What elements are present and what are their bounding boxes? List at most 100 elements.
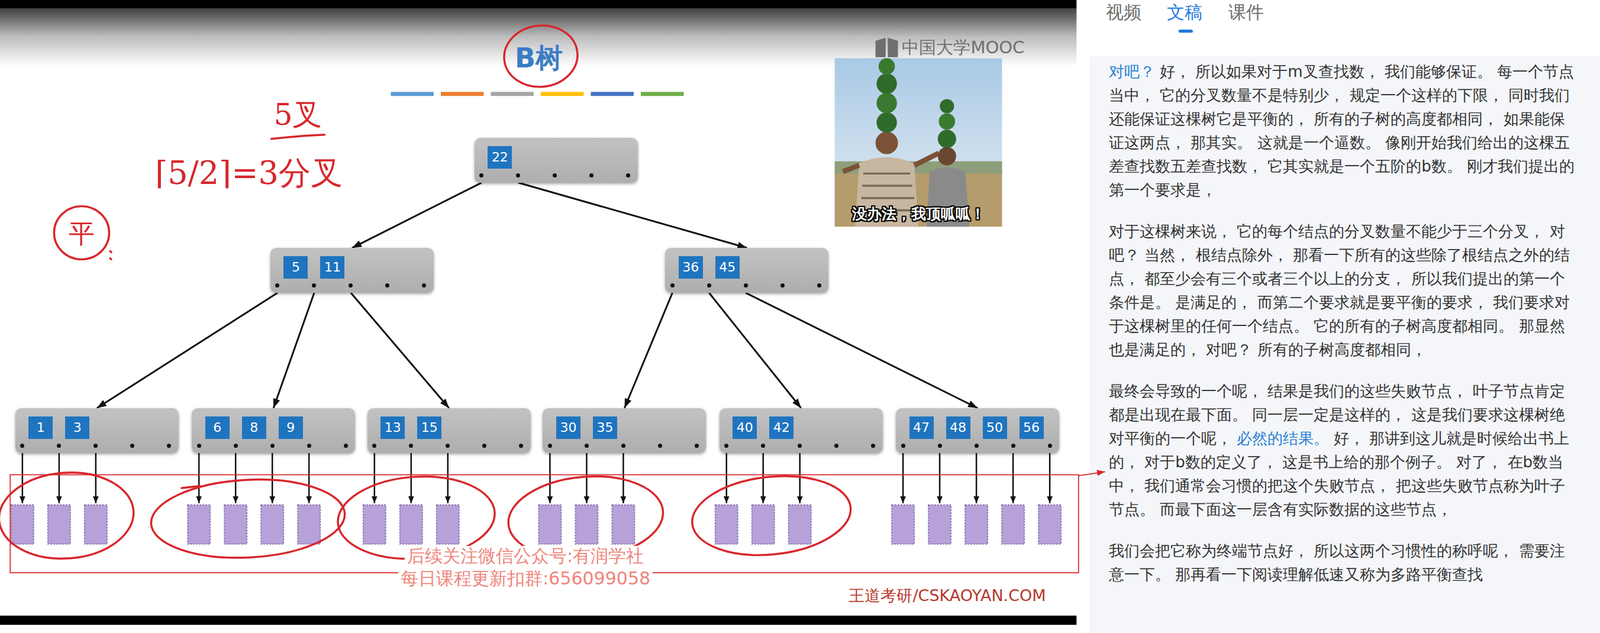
- pointer-dot: [707, 283, 712, 288]
- pointer-dot: [307, 443, 312, 448]
- key-square: 50: [982, 416, 1008, 440]
- title-color-bar: [540, 91, 584, 96]
- btree-node: 5 11: [270, 247, 434, 293]
- failure-pointer: [622, 453, 625, 504]
- pointer-dot: [445, 443, 450, 448]
- title-color-bar: [440, 91, 484, 96]
- transcript: 对吧？好， 所以如果对于m叉查找数， 我们能够保证。 每一个节点当中， 它的分叉…: [1108, 59, 1580, 605]
- key-square: 5: [283, 256, 308, 279]
- pointer-dot: [937, 443, 943, 448]
- failure-node: [891, 505, 915, 545]
- handwritten-note: 5叉: [273, 98, 323, 133]
- child-pointer-arrow: [624, 292, 673, 409]
- failure-node: [611, 505, 635, 545]
- logo-text: 中国大学MOOC: [901, 37, 1025, 58]
- pointer-dot: [385, 283, 390, 288]
- key-square: 47: [909, 416, 934, 440]
- pointer-dot: [372, 443, 377, 448]
- transcript-paragraph: 对吧？好， 所以如果对于m叉查找数， 我们能够保证。 每一个节点当中， 它的分叉…: [1108, 59, 1580, 202]
- mooc-logo-icon: [875, 37, 899, 58]
- key-square: 11: [320, 256, 345, 279]
- key-square: 3: [65, 416, 90, 440]
- child-pointer-arrow: [97, 292, 278, 409]
- failure-pointer: [271, 453, 274, 504]
- failure-node: [84, 505, 108, 545]
- pointer-dot: [657, 443, 663, 448]
- child-pointer-arrow: [350, 292, 450, 409]
- pointer-dot: [871, 443, 876, 448]
- transcript-paragraph: 最终会导致的一个呢， 结果是我们的这些失败节点， 叶子节点肯定都是出现在最下面。…: [1108, 379, 1580, 522]
- meme-picture: [876, 73, 897, 95]
- red-ink: [110, 251, 112, 260]
- meme-picture: [939, 113, 956, 131]
- pointer-dot: [584, 443, 589, 448]
- failure-node: [575, 505, 598, 545]
- pointer-dot: [20, 443, 25, 448]
- btree-node: 3035: [542, 408, 706, 454]
- failure-node: [1001, 505, 1025, 545]
- pointer-dot: [518, 443, 524, 448]
- key-square: 15: [417, 416, 442, 440]
- key-square: 48: [946, 416, 971, 440]
- btree-node: 13: [15, 408, 179, 454]
- failure-node: [224, 505, 247, 545]
- pointer-dot: [233, 443, 238, 448]
- key-square: 42: [769, 416, 794, 440]
- failure-node: [187, 505, 211, 545]
- red-ink: [53, 206, 109, 260]
- failure-node: [965, 505, 988, 545]
- key-square: 30: [556, 416, 581, 440]
- key-square: 36: [678, 256, 703, 279]
- pointer-dot: [589, 173, 594, 178]
- failure-node: [1038, 505, 1061, 545]
- pointer-dot: [1047, 443, 1053, 448]
- failure-node: [788, 505, 812, 545]
- meme-caption: 没办法，我顶呱呱！: [852, 205, 986, 224]
- failure-node: [297, 505, 321, 545]
- video-frame: [0, 615, 1077, 626]
- red-pointer-line: [1078, 471, 1106, 476]
- transcript-text: 好， 所以如果对于m叉查找数， 我们能够保证。 每一个节点当中， 它的分叉数量不…: [1108, 62, 1575, 199]
- handwritten-note: ⌈5/2⌉=3分叉: [155, 155, 343, 192]
- failure-pointer: [95, 453, 98, 504]
- key-square: 22: [487, 146, 512, 169]
- transcript-paragraph: 我们会把它称为终端节点好， 所以这两个习惯性的称呼呢， 需要注意一下。 那再看一…: [1108, 539, 1580, 587]
- transcript-text: 对于这棵树来说， 它的每个结点的分叉数量不能少于三个分叉， 对吧？ 当然， 根结…: [1108, 222, 1570, 359]
- meme-picture: [878, 57, 896, 75]
- failure-node: [47, 505, 71, 545]
- failure-node: [260, 505, 284, 545]
- pointer-dot: [1011, 443, 1016, 448]
- failure-pointer: [549, 453, 551, 504]
- handwritten-note: 平: [68, 218, 95, 250]
- pointer-dot: [743, 283, 748, 288]
- red-ink: [181, 485, 200, 488]
- meme-picture: [875, 131, 899, 155]
- pointer-dot: [552, 173, 557, 178]
- pointer-dot: [626, 173, 631, 178]
- pointer-dot: [817, 283, 822, 288]
- meme-picture: [937, 147, 957, 166]
- highlighted-text: 对吧？: [1108, 62, 1156, 81]
- red-ink: [501, 21, 581, 91]
- meme-picture: [876, 112, 897, 134]
- pointer-dot: [670, 283, 675, 288]
- meme-picture: [860, 173, 916, 211]
- pointer-dot: [197, 443, 202, 448]
- meme-picture: [842, 153, 939, 172]
- pointer-dot: [724, 443, 729, 448]
- mooc-logo-icon: [875, 37, 886, 58]
- pointer-dot: [348, 283, 353, 288]
- tab-label: 视频: [1105, 1, 1142, 23]
- video-frame: [0, 0, 1077, 625]
- transcript-text: 我们会把它称为终端节点好， 所以这两个习惯性的称呼呢， 需要注意一下。 那再看一…: [1108, 542, 1566, 584]
- key-square: 1: [28, 416, 53, 440]
- key-square: 40: [732, 416, 757, 440]
- meme-picture: [834, 57, 1003, 227]
- slide-title: B树: [514, 42, 563, 74]
- mooc-logo-icon: [887, 37, 898, 58]
- key-square: 45: [715, 256, 740, 279]
- tab-underline: [1178, 29, 1193, 33]
- watermark: 后续关注微信公众号:有润学社: [404, 546, 647, 567]
- pointer-dot: [780, 283, 785, 288]
- red-ink: [149, 475, 347, 563]
